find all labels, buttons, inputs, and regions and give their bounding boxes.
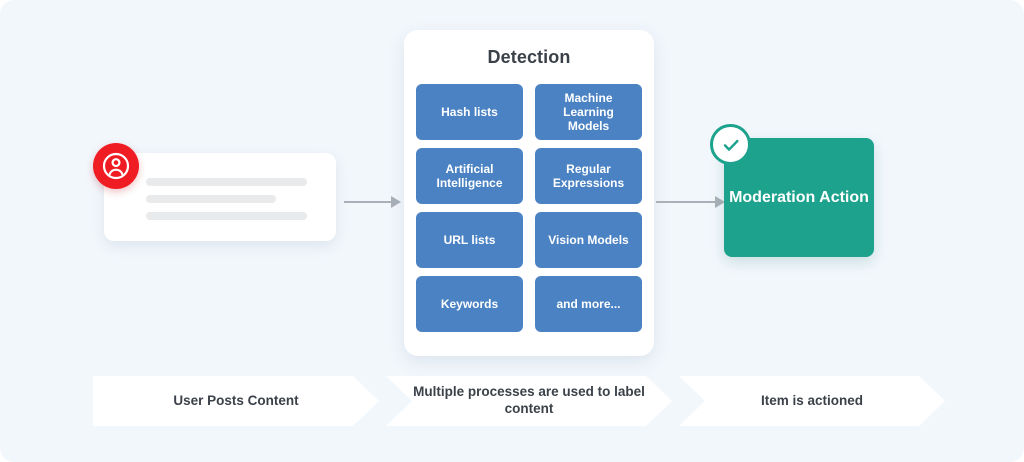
user-post-card bbox=[104, 153, 336, 241]
ribbon-step-1: User Posts Content bbox=[93, 376, 379, 426]
detection-tile[interactable]: URL lists bbox=[416, 212, 523, 268]
ribbon-step-2: Multiple processes are used to label con… bbox=[386, 376, 672, 426]
post-placeholder-line-2 bbox=[146, 195, 276, 203]
detection-title: Detection bbox=[487, 47, 571, 67]
detection-tile-grid: Hash lists Machine Learning Models Artif… bbox=[416, 84, 642, 332]
detection-tile[interactable]: Hash lists bbox=[416, 84, 523, 140]
moderation-action-label: Moderation Action bbox=[729, 188, 869, 206]
arrow-head bbox=[391, 196, 401, 208]
arrow-post-to-detection bbox=[344, 195, 402, 209]
ribbon-step-3: Item is actioned bbox=[679, 376, 945, 426]
check-circle-icon bbox=[710, 124, 751, 165]
ribbon-step-label: Item is actioned bbox=[760, 392, 864, 408]
detection-tile[interactable]: and more... bbox=[535, 276, 642, 332]
detection-tile[interactable]: Artificial Intelligence bbox=[416, 148, 523, 204]
post-placeholder-line-1 bbox=[146, 178, 307, 186]
ribbon-step-label: User Posts Content bbox=[173, 392, 299, 408]
post-placeholder-line-3 bbox=[146, 212, 307, 220]
detection-tile[interactable]: Regular Expressions bbox=[535, 148, 642, 204]
arrow-shaft bbox=[656, 201, 716, 203]
process-step-ribbon: User Posts Content Multiple processes ar… bbox=[93, 376, 945, 426]
user-avatar-icon bbox=[93, 143, 139, 189]
detection-tile[interactable]: Vision Models bbox=[535, 212, 642, 268]
detection-panel: Detection Hash lists Machine Learning Mo… bbox=[404, 30, 654, 356]
arrow-detection-to-moderation bbox=[656, 195, 726, 209]
detection-tile[interactable]: Keywords bbox=[416, 276, 523, 332]
arrow-head bbox=[715, 196, 725, 208]
detection-tile[interactable]: Machine Learning Models bbox=[535, 84, 642, 140]
moderation-action-box: Moderation Action bbox=[724, 138, 874, 257]
ribbon-step-label: Multiple processes are used to label con… bbox=[413, 384, 645, 416]
arrow-shaft bbox=[344, 201, 392, 203]
